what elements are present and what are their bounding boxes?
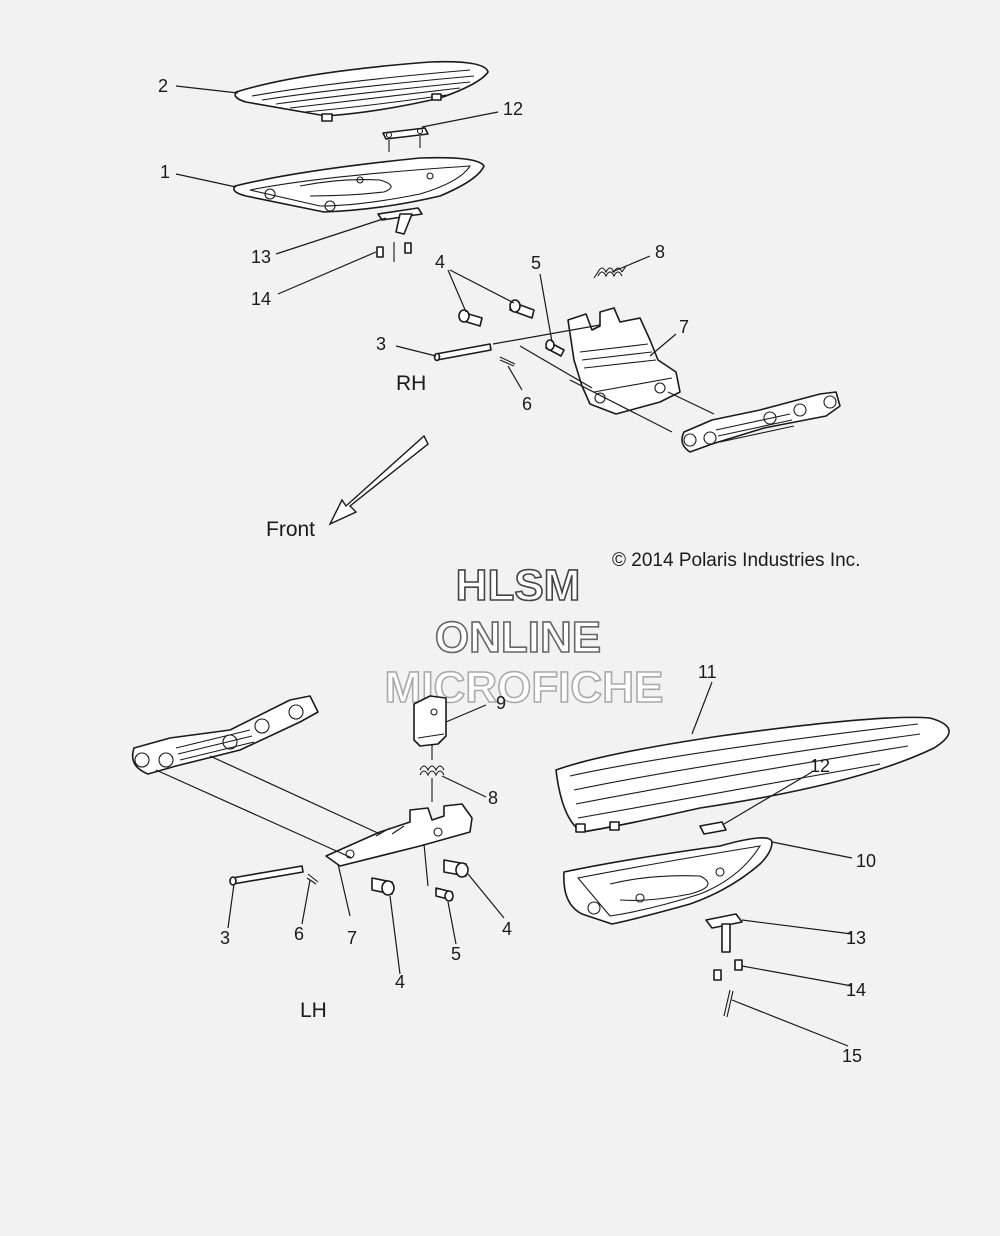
lh-floorboard-mat — [555, 716, 950, 833]
callout-8: 8 — [655, 242, 665, 262]
lh-floorboard-base — [563, 837, 773, 925]
callout-2: 2 — [158, 76, 168, 96]
callout-7: 7 — [679, 317, 689, 337]
callout-4-lh-b: 4 — [395, 972, 405, 992]
watermark-line-1: HLSM — [456, 561, 581, 610]
lh-clip — [699, 821, 727, 835]
callout-15: 15 — [842, 1046, 862, 1066]
callout-4-lh-a: 4 — [502, 919, 512, 939]
lh-label: LH — [300, 999, 327, 1022]
callout-3-lh: 3 — [220, 928, 230, 948]
callout-6-lh: 6 — [294, 924, 304, 944]
lh-bracket — [705, 913, 743, 953]
rh-screws — [376, 242, 412, 262]
watermark-line-3: MICROFICHE — [385, 663, 664, 712]
rh-pivot-pin — [433, 343, 492, 362]
callout-12-lh: 12 — [810, 756, 830, 776]
lh-small-bolt — [435, 887, 454, 902]
lh-pivot-bolts — [371, 859, 469, 896]
lh-pivot-pin — [229, 865, 304, 886]
rh-small-bolt — [545, 339, 565, 357]
callout-5-lh: 5 — [451, 944, 461, 964]
callout-14-lh: 14 — [846, 980, 866, 1000]
callout-6: 6 — [522, 394, 532, 414]
rh-pivot-bolts — [458, 299, 535, 327]
rh-bracket — [377, 207, 423, 235]
callout-11: 11 — [698, 662, 717, 682]
lh-footpeg-mount — [131, 695, 319, 775]
rh-cotter-pin — [499, 356, 516, 367]
callout-7-lh: 7 — [347, 928, 357, 948]
rh-floorboard-base — [233, 156, 485, 213]
front-label: Front — [266, 518, 315, 541]
callout-8-lh: 8 — [488, 788, 498, 808]
callout-13: 13 — [251, 247, 271, 267]
rh-floorboard-arm — [567, 307, 681, 415]
callout-3: 3 — [376, 334, 386, 354]
callout-14: 14 — [251, 289, 271, 309]
lh-spring — [419, 744, 445, 802]
callout-10: 10 — [856, 851, 876, 871]
rh-label: RH — [396, 372, 426, 395]
callout-13-lh: 13 — [846, 928, 866, 948]
callout-4: 4 — [435, 252, 445, 272]
copyright-text: © 2014 Polaris Industries Inc. — [612, 550, 860, 571]
rh-footpeg-mount — [681, 391, 841, 453]
lh-screws — [713, 959, 743, 981]
lh-cotter-pin-15 — [723, 989, 734, 1018]
lh-cotter-pin — [306, 873, 319, 885]
lh-floorboard-arm — [325, 803, 473, 867]
lh-cover — [413, 695, 447, 747]
callout-5: 5 — [531, 253, 541, 273]
front-arrow-icon — [328, 434, 429, 526]
callout-12: 12 — [503, 99, 523, 119]
watermark-line-2: ONLINE — [435, 613, 601, 662]
callout-1: 1 — [160, 162, 170, 182]
rh-clip — [382, 127, 429, 152]
rh-floorboard-mat — [234, 60, 489, 122]
callout-9: 9 — [496, 693, 506, 713]
